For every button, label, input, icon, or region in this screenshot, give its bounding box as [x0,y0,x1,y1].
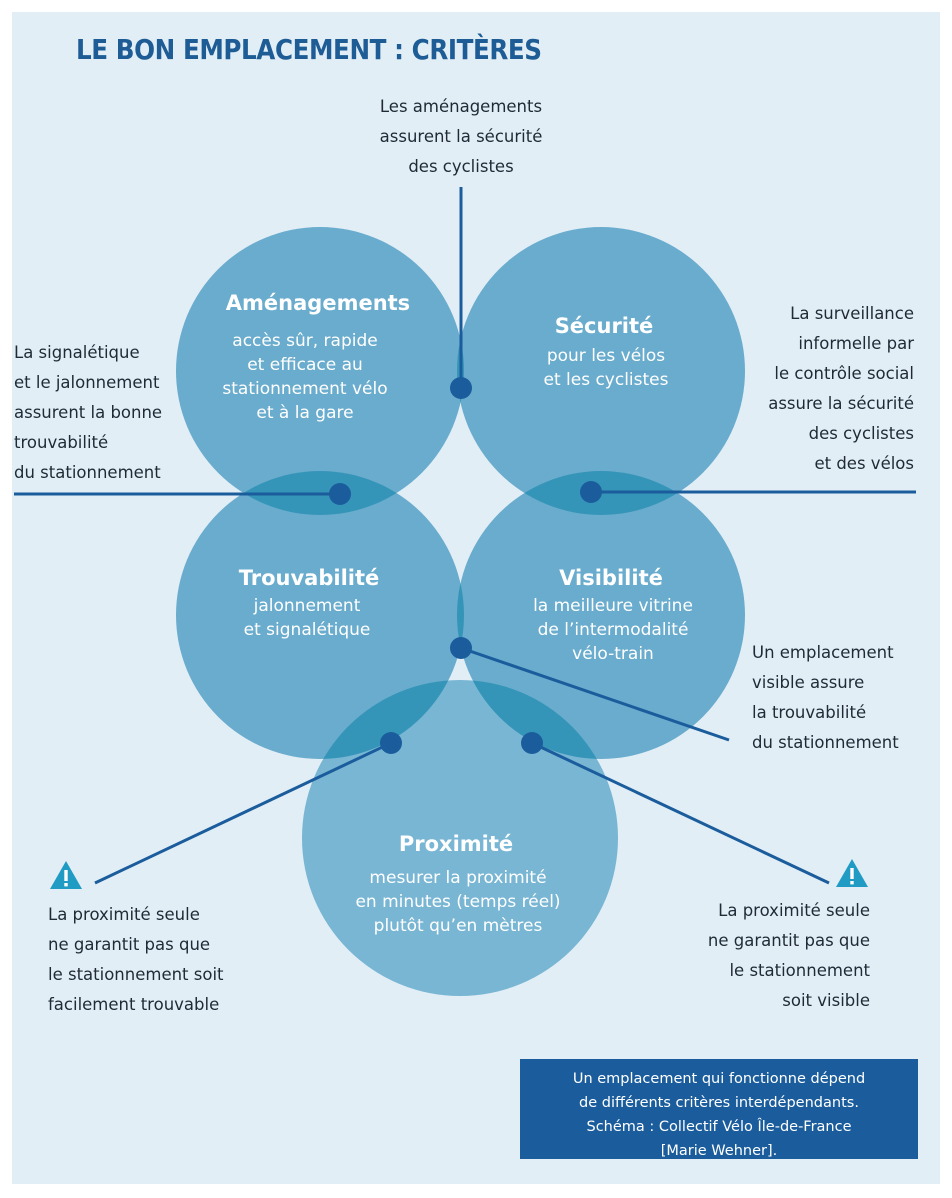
note-line: La proximité seule [48,905,200,924]
circle-text-proximite-2: en minutes (temps réel) [355,892,560,912]
note-signaletique: La signalétique et le jalonnement assure… [14,338,162,488]
page-title: LE BON EMPLACEMENT : CRITÈRES [76,33,542,66]
circle-trouvabilite [176,471,464,759]
note-line: ne garantit pas que [48,935,211,954]
caption-line: de différents critères interdépendants. [579,1095,859,1111]
circle-title-trouvabilite: Trouvabilité [239,566,380,590]
circle-securite [457,227,745,515]
caption-credit: [Marie Wehner]. [660,1143,778,1159]
note-line: La proximité seule [718,901,870,920]
circle-proximite [302,680,618,996]
note-emplacement: Un emplacement visible assure la trouvab… [752,638,899,758]
circle-text-amenagements-1: accès sûr, rapide [232,331,377,351]
connector-dot-proximite-right [521,732,543,754]
note-proximite-left: La proximité seule ne garantit pas que l… [48,900,224,1020]
circle-text-amenagements-3: stationnement vélo [222,379,387,399]
note-line: le contrôle social [774,364,914,383]
circle-text-trouvabilite-2: et signalétique [244,620,371,640]
circle-text-trouvabilite-1: jalonnement [253,596,361,616]
note-line: du stationnement [752,733,899,752]
circle-text-visibilite-1: la meilleure vitrine [533,596,693,616]
note-line: assure la sécurité [768,394,914,413]
caption-line: Un emplacement qui fonctionne dépend [572,1071,866,1087]
note-line: le stationnement [729,961,870,980]
circle-text-amenagements-4: et à la gare [256,403,353,423]
circle-title-securite: Sécurité [555,314,654,338]
circle-text-securite-1: pour les vélos [547,346,665,366]
note-line: facilement trouvable [48,995,220,1014]
circle-text-proximite-3: plutôt qu’en mètres [374,916,543,936]
note-line: assurent la bonne [14,403,163,422]
note-line: des cyclistes [408,157,514,176]
note-line: et le jalonnement [14,373,160,392]
note-line: visible assure [752,673,865,692]
note-line: Un emplacement [752,643,894,662]
connector-line-proximite-right [531,741,830,885]
note-line: Les aménagements [379,97,543,116]
connector-line-emplacement [460,646,730,742]
note-line: trouvabilité [14,433,109,452]
circle-visibilite [457,471,745,759]
note-amenagements: Les aménagements assurent la sécurité de… [330,92,592,182]
note-line: le stationnement soit [48,965,224,984]
note-surveillance: La surveillance informelle par le contrô… [768,299,914,479]
circle-text-securite-2: et les cyclistes [543,370,668,390]
circle-amenagements [176,227,464,515]
circle-text-amenagements-2: et efficace au [247,355,363,375]
circle-title-visibilite: Visibilité [559,566,663,590]
source-caption-box: Un emplacement qui fonctionne dépend de … [520,1059,918,1159]
note-line: ne garantit pas que [707,931,870,950]
note-line: du stationnement [14,463,161,482]
caption-credit: Schéma : Collectif Vélo Île-de-France [586,1119,852,1135]
warning-icon [50,861,82,889]
note-line: informelle par [798,334,914,353]
connector-dot-signaletique [329,483,351,505]
circle-text-visibilite-2: de l’intermodalité [538,620,689,640]
circle-text-visibilite-3: vélo-train [572,644,654,664]
connector-dot-surveillance [580,481,602,503]
note-line: et des vélos [814,454,914,473]
note-line: La surveillance [790,304,914,323]
connector-line-proximite-left [94,741,392,885]
circle-text-proximite-1: mesurer la proximité [369,868,546,888]
note-line: assurent la sécurité [379,127,543,146]
note-line: des cyclistes [808,424,914,443]
connector-dot-emplacement [450,637,472,659]
circle-title-proximite: Proximité [399,832,513,856]
connector-dot-amenagements [450,377,472,399]
connector-dot-proximite-left [380,732,402,754]
warning-icon [836,859,868,887]
note-line: la trouvabilité [752,703,867,722]
note-proximite-right: La proximité seule ne garantit pas que l… [708,896,870,1016]
circle-title-amenagements: Aménagements [226,291,410,315]
note-line: soit visible [782,991,870,1010]
note-line: La signalétique [14,343,140,362]
